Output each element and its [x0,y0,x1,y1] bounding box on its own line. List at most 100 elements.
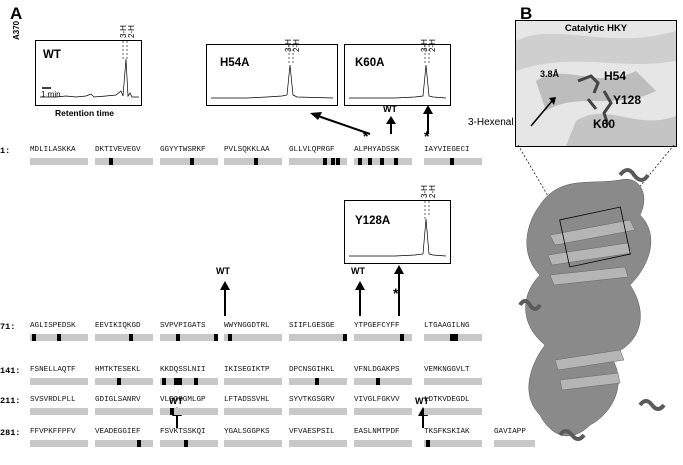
conservation-bar [224,378,282,385]
sequence-group: KKDQSSLNII [160,366,206,374]
conserved-residue-mark [450,334,454,341]
conservation-bar [160,378,218,385]
catalytic-site-inset: Catalytic HKY 3.8Å H54 Y128 K60 [515,20,677,147]
wt-label: WT [216,266,230,276]
sequence-group: VLEGGGMLGP [160,396,206,404]
conservation-bar [289,408,347,415]
conservation-bar [354,408,412,415]
sequence-group: PVLSQKKLAA [224,146,270,154]
sequence-group: IKISEGIKTP [224,366,270,374]
trace [211,45,334,99]
sequence-group: FSVKTSSKQI [160,428,206,436]
conserved-residue-mark [336,158,340,165]
conserved-residue-mark [129,334,133,341]
conservation-bar [30,440,88,447]
conservation-bar [160,158,218,165]
wt-label: WT [415,396,429,406]
sequence-group: IAYVIEGECI [424,146,470,154]
chromatogram-name: K60A [355,57,385,69]
distance-label: 3.8Å [540,69,560,79]
row2-arrows [220,265,404,316]
sequence-group: VFNLDGAKPS [354,366,400,374]
wt-label: WT [383,104,397,114]
sequence-group: VEMKNGGVLT [424,366,470,374]
sequence-group: HMTKTESEKL [95,366,141,374]
conserved-residue-mark [450,158,454,165]
conservation-bar [424,408,482,415]
conserved-residue-mark [184,440,188,447]
conservation-bar [160,440,218,447]
conserved-residue-mark [32,334,36,341]
asterisk: * [363,128,369,144]
peak-label: 2-H [428,39,437,52]
conservation-bar [95,408,153,415]
sequence-group: FSNELLAQTF [30,366,76,374]
conservation-bar [494,440,535,447]
sequence-group: AGLISPEDSK [30,322,76,330]
asterisk: * [424,128,430,144]
sequence-row-number: 1: [0,146,11,156]
conservation-bar [95,334,153,341]
conservation-bar [224,158,282,165]
conservation-bar [424,378,482,385]
conserved-residue-mark [358,158,362,165]
wt-label: WT [351,266,365,276]
sequence-group: LTGAAGILNG [424,322,470,330]
sequence-row-number: 71: [0,322,16,332]
wt-label: WT [169,396,183,406]
conserved-residue-mark [254,158,258,165]
conservation-bar [424,440,482,447]
conserved-residue-mark [170,408,174,415]
peak-label: 2-H [292,39,301,52]
sequence-group: GDIGLSANRV [95,396,141,404]
conserved-residue-mark [426,440,430,447]
conservation-bar [289,158,347,165]
chromatogram-k60a: K60A [344,44,451,106]
conserved-residue-mark [117,378,121,385]
active-site-image [516,31,676,146]
conserved-residue-mark [109,158,113,165]
conserved-residue-mark [162,378,166,385]
conserved-residue-mark [137,440,141,447]
conservation-bar [160,334,218,341]
conserved-residue-mark [380,158,384,165]
sequence-group: GAVIAPP [494,428,526,436]
conservation-bar [30,158,88,165]
sequence-group: SIIFLGESGE [289,322,335,330]
sequence-group: LDTKVDEGDL [424,396,470,404]
conservation-bar [30,378,88,385]
sequence-group: DPCNSGIHKL [289,366,335,374]
sequence-group: SVSVRDLPLL [30,396,76,404]
conservation-bar [354,440,412,447]
residue-k60: K60 [593,117,616,131]
sequence-group: TKSFKSKIAK [424,428,470,436]
conserved-residue-mark [400,334,404,341]
conserved-residue-mark [376,378,380,385]
conserved-residue-mark [176,334,180,341]
sequence-row-number: 211: [0,396,21,406]
conserved-residue-mark [315,378,319,385]
residue-h54: H54 [604,69,627,83]
sequence-group: YTPGEFCYFF [354,322,400,330]
conserved-residue-mark [194,378,198,385]
y-axis-label: A370 [12,20,21,40]
conserved-residue-mark [174,378,178,385]
trace [40,41,139,98]
conserved-residue-mark [178,378,182,385]
conservation-bar [30,408,88,415]
panel-label-a: A [10,4,23,23]
chromatogram-wt: WT 1 min [35,40,142,106]
sequence-group: VEADEGGIEF [95,428,141,436]
conservation-bar [224,334,282,341]
conserved-residue-mark [214,334,218,341]
peak-label: 2-H [428,185,437,198]
sequence-group: ALPHYADSSK [354,146,400,154]
sequence-group: LFTADSSVHL [224,396,270,404]
conserved-residue-mark [57,334,61,341]
chromatogram-name: Y128A [355,215,391,227]
sequence-group: DKTIVEVEGV [95,146,141,154]
scale-label: 1 min [41,90,61,99]
conserved-residue-mark [394,158,398,165]
sequence-group: GLLVLQPRGF [289,146,335,154]
conservation-bar [289,440,347,447]
